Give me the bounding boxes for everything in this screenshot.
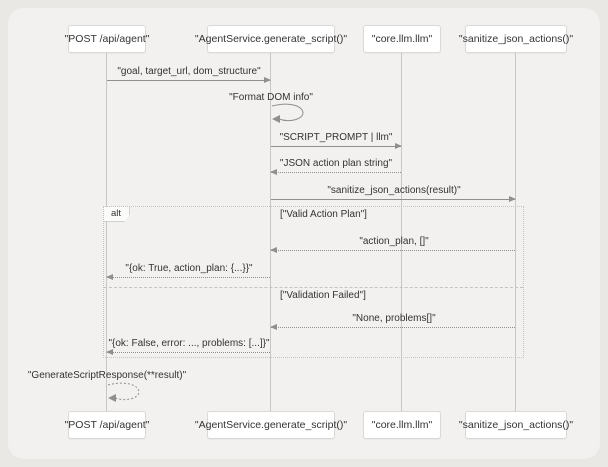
arrowhead-icon — [270, 324, 277, 330]
arrowhead-icon — [264, 77, 271, 83]
lifeline-llm — [401, 53, 402, 411]
arrowhead-icon — [106, 349, 113, 355]
alt-fragment: alt — [103, 206, 524, 358]
self-loop-dotted-arrow — [107, 382, 140, 402]
message-arrow-json-plan — [270, 169, 401, 175]
message-label-none-problems: "None, problems[]" — [352, 313, 436, 324]
lifeline-sanitize — [515, 53, 516, 411]
lifeline-service — [270, 53, 271, 411]
message-label-action-plan: "action_plan, []" — [359, 236, 429, 247]
message-arrow-ok-false — [106, 349, 270, 355]
alt-condition-valid: ["Valid Action Plan"] — [280, 209, 367, 220]
message-label-json-plan: "JSON action plan string" — [279, 158, 393, 169]
alt-divider — [104, 287, 523, 288]
message-label-script-prompt: "SCRIPT_PROMPT | llm" — [279, 132, 393, 143]
actor-bottom-sanitize: "sanitize_json_actions()" — [459, 411, 573, 439]
message-arrow-ok-true — [106, 274, 270, 280]
message-label-response: "GenerateScriptResponse(**result)" — [27, 370, 187, 381]
arrowhead-icon — [270, 247, 277, 253]
actor-top-sanitize: "sanitize_json_actions()" — [459, 25, 573, 53]
lifeline-api — [106, 53, 107, 411]
actor-top-service: "AgentService.generate_script()" — [195, 25, 347, 53]
alt-condition-failed: ["Validation Failed"] — [280, 290, 366, 301]
arrowhead-icon — [270, 169, 277, 175]
message-label-sanitize-call: "sanitize_json_actions(result)" — [327, 185, 461, 196]
message-arrow-script-prompt — [271, 143, 402, 149]
actor-bottom-service: "AgentService.generate_script()" — [195, 411, 347, 439]
message-arrow-sanitize-call — [271, 196, 516, 202]
self-loop-arrow — [271, 103, 304, 123]
message-arrow-none-problems — [270, 324, 515, 330]
alt-operator-label: alt — [104, 207, 131, 222]
message-arrow-action-plan — [270, 247, 515, 253]
message-arrow-goal — [107, 77, 271, 83]
message-label-format-dom: "Format DOM info" — [229, 92, 313, 103]
actor-top-api: "POST /api/agent" — [65, 25, 149, 53]
actor-bottom-llm: "core.llm.llm" — [363, 411, 441, 439]
arrowhead-icon — [106, 274, 113, 280]
message-label-ok-false: "{ok: False, error: ..., problems: [...]… — [108, 338, 270, 349]
arrowhead-icon — [395, 143, 402, 149]
message-label-goal: "goal, target_url, dom_structure" — [117, 66, 261, 77]
arrowhead-icon — [509, 196, 516, 202]
actor-bottom-api: "POST /api/agent" — [65, 411, 149, 439]
message-label-ok-true: "{ok: True, action_plan: {...}}" — [125, 263, 253, 274]
actor-top-llm: "core.llm.llm" — [363, 25, 441, 53]
